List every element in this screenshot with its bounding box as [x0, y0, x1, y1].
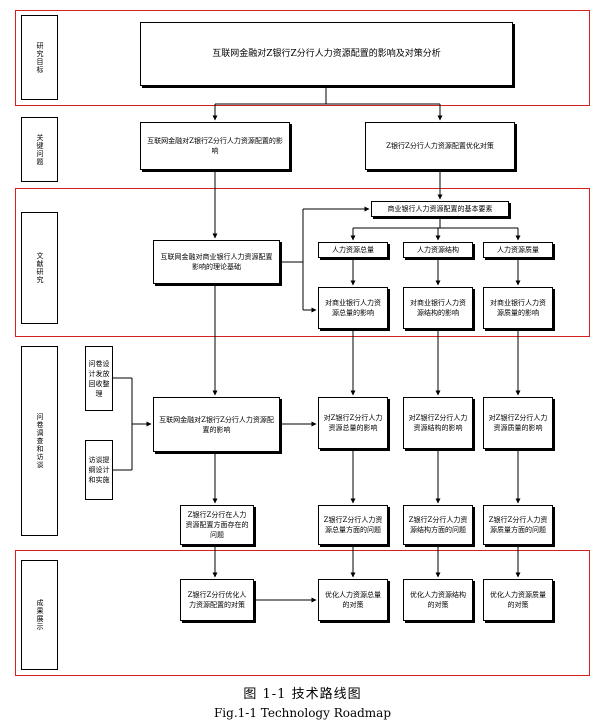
- section-frame-literature: [15, 188, 590, 337]
- stage-label-survey: 问卷调查和访谈: [21, 346, 58, 536]
- element-quality-box: 人力资源质量: [483, 242, 553, 258]
- survey-impact-box: 互联网金融对Z银行Z分行人力资源配置的影响: [153, 397, 280, 452]
- section-frame-goal: [15, 10, 590, 106]
- countermeasure-total-box: 优化人力资源总量的对策: [318, 579, 388, 621]
- stage-label-result: 成果展示: [21, 560, 58, 670]
- key-question-impact: 互联网金融对Z银行Z分行人力资源配置的影响: [140, 122, 290, 170]
- problem-main-box: Z银行Z分行在人力资源配置方面存在的问题: [180, 505, 254, 545]
- research-goal-box: 互联网金融对Z银行Z分行人力资源配置的影响及对策分析: [140, 22, 513, 86]
- impact-structure-box: 对商业银行人力资源结构的影响: [403, 287, 473, 329]
- interview-box: 访谈提纲设计和实施: [85, 440, 113, 500]
- element-structure-box: 人力资源结构: [403, 242, 473, 258]
- countermeasure-main-box: Z银行Z分行优化人力资源配置的对策: [180, 579, 254, 621]
- element-total-box: 人力资源总量: [318, 242, 388, 258]
- figure-caption-english: Fig.1-1 Technology Roadmap: [213, 706, 392, 720]
- problem-total-box: Z银行Z分行人力资源总量方面的问题: [318, 505, 388, 545]
- impact-quality-box: 对商业银行人力资源质量的影响: [483, 287, 553, 329]
- key-question-countermeasure: Z银行Z分行人力资源配置优化对策: [365, 122, 515, 170]
- survey-impact-quality-box: 对Z银行Z分行人力资源质量的影响: [483, 397, 553, 449]
- problem-structure-box: Z银行Z分行人力资源结构方面的问题: [403, 505, 473, 545]
- survey-impact-total-box: 对Z银行Z分行人力资源总量的影响: [318, 397, 388, 449]
- impact-total-box: 对商业银行人力资源总量的影响: [318, 287, 388, 329]
- section-frame-result: [15, 550, 590, 676]
- survey-impact-structure-box: 对Z银行Z分行人力资源结构的影响: [403, 397, 473, 449]
- figure-caption-chinese: 图 1-1 技术路线图: [243, 687, 362, 702]
- countermeasure-structure-box: 优化人力资源结构的对策: [403, 579, 473, 621]
- stage-label-goal: 研究目标: [21, 15, 58, 100]
- questionnaire-box: 问卷设计发放回收整理: [85, 346, 113, 411]
- stage-label-literature: 文献研究: [21, 212, 58, 324]
- problem-quality-box: Z银行Z分行人力资源质量方面的问题: [483, 505, 553, 545]
- theory-basis-box: 互联网金融对商业银行人力资源配置影响的理论基础: [153, 240, 280, 284]
- basic-elements-box: 商业银行人力资源配置的基本要素: [371, 201, 509, 217]
- countermeasure-quality-box: 优化人力资源质量的对策: [483, 579, 553, 621]
- stage-label-key-questions: 关键问题: [21, 117, 58, 182]
